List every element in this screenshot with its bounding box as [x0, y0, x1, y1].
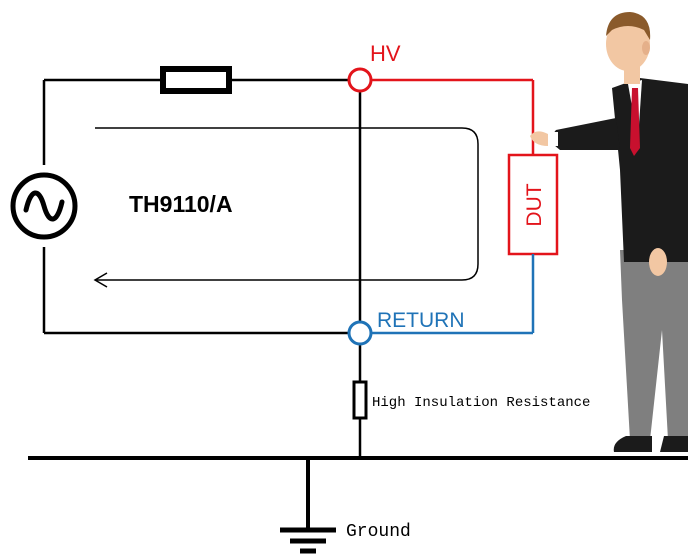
- operator-person-icon: [530, 12, 688, 452]
- internal-wiring: [42, 78, 362, 458]
- return-wiring: [372, 254, 535, 335]
- current-flow-loop: [93, 127, 479, 288]
- hv-terminal: [347, 67, 373, 93]
- ground-label: Ground: [346, 522, 411, 542]
- resistor-icon: [160, 66, 232, 94]
- hv-wiring: [372, 78, 535, 155]
- return-label: RETURN: [377, 309, 465, 332]
- hv-label: HV: [370, 41, 401, 66]
- device-label: TH9110/A: [129, 191, 233, 217]
- dut-label: DUT: [523, 183, 546, 226]
- ac-source-icon: [10, 172, 78, 240]
- return-terminal: [347, 320, 373, 346]
- ground-icon: [280, 458, 336, 554]
- insulation-label: High Insulation Resistance: [372, 395, 590, 411]
- insulation-resistor-icon: [352, 380, 368, 420]
